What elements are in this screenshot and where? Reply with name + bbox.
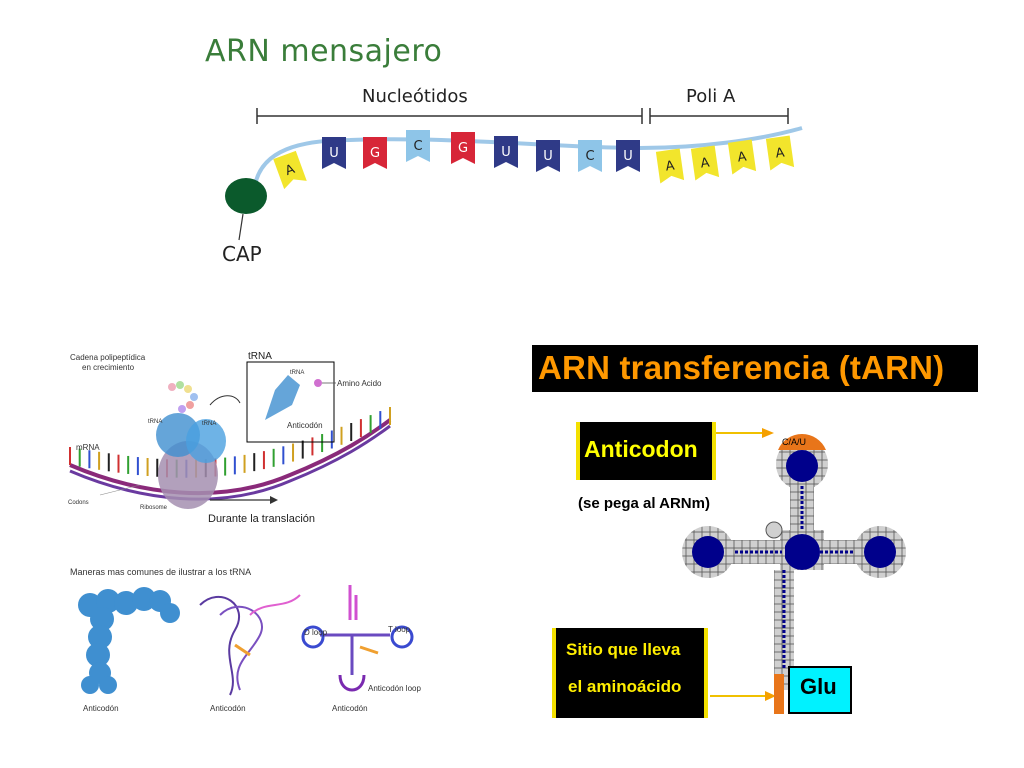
polya-bracket (649, 108, 789, 124)
nucleotide-letter: A (665, 158, 676, 174)
nucleotide-flag: A (727, 139, 757, 175)
nucleotide-flag: A (765, 135, 795, 171)
nucleotide-letter: U (623, 149, 633, 164)
nucleotide-flag: C (578, 140, 602, 172)
dloop-label: D loop (304, 628, 328, 637)
nucleotide-letter: U (501, 145, 511, 160)
cap-label: CAP (222, 242, 262, 266)
sitio-line1: Sitio que lleva (566, 640, 681, 659)
mrna-title: ARN mensajero (205, 34, 443, 69)
maneras-title: Maneras mas comunes de ilustrar a los tR… (70, 567, 252, 577)
amino-acid-label: Amino Acido (337, 379, 382, 388)
trna2-label: tRNA (202, 421, 217, 427)
nucleotide-letter: A (700, 155, 711, 171)
nucleotide-flag: A (690, 145, 720, 181)
nucleotide-letter: A (775, 145, 786, 161)
cadena-label: Cadena polipeptídica (70, 353, 146, 362)
mrna-small-label: mRNA (76, 443, 100, 452)
tarn-title: ARN transferencia (tARN) (538, 349, 945, 386)
polypeptide-chain (168, 381, 198, 413)
anticodon-text: Anticodon (584, 436, 698, 462)
sitio-line2: el aminoácido (568, 677, 682, 696)
anticodon-loop-label: Anticodón loop (368, 684, 421, 693)
durante-label: Durante la translación (208, 513, 316, 525)
nucleotide-letter: G (370, 146, 380, 161)
cap-pointer (238, 213, 244, 241)
codon-ticks (69, 407, 391, 478)
se-pega-text: (se pega al ARNm) (578, 495, 710, 512)
nucleotide-flag: G (451, 132, 475, 164)
nucleotide-flag: U (494, 136, 518, 168)
spacefill-model (78, 587, 180, 694)
mrna-ribbon (69, 418, 392, 496)
translation-figure (69, 361, 392, 509)
nucleotide-letter: A (737, 149, 748, 165)
codons-label: Codons (68, 500, 89, 506)
tarn-title-bar (532, 345, 978, 392)
cloverleaf-model (301, 585, 414, 692)
nucleotide-flag: A (655, 148, 685, 184)
nucleotide-letter: U (329, 146, 339, 161)
nucleotides-label: Nucleótidos (362, 86, 468, 107)
nucleotide-flag: A (273, 150, 307, 190)
anticodon-label-3: Anticodón (332, 704, 368, 713)
anticodon-cap (778, 434, 826, 450)
trna-inset-label: tRNA (248, 351, 272, 362)
polya-label: Poli A (686, 86, 736, 107)
nucleotide-flag: U (616, 140, 640, 172)
nucleotide-flag: C (406, 130, 430, 162)
nucleotide-flag: U (536, 140, 560, 172)
tloop-label: T loop (388, 625, 411, 634)
nucleotide-letter: G (458, 141, 468, 156)
anticodon-letters: C/A/U (782, 437, 806, 447)
sitio-box (552, 628, 708, 718)
cloverleaf-diagram: C/A/U (682, 428, 906, 714)
anticodon-inset-label: Anticodón (287, 421, 323, 430)
anticodon-box (576, 422, 716, 480)
anticodon-label-1: Anticodón (83, 704, 119, 713)
nucleotide-letter: C (413, 139, 422, 154)
nucleotide-flags: A U G C G U U C U A A A A (273, 130, 795, 190)
ribosome-label: Ribosome (140, 505, 168, 511)
trna3-label: tRNA (290, 370, 305, 376)
amino-acid-dot (314, 379, 322, 387)
cadena-label-2: en crecimiento (82, 363, 135, 372)
anticodon-arrow (762, 428, 774, 438)
nucleotide-flag: G (363, 137, 387, 169)
nucleotide-letter: C (585, 149, 594, 164)
trna-representations (78, 585, 414, 696)
anticodon-label-2: Anticodón (210, 704, 246, 713)
nucleotides-bracket (256, 108, 643, 124)
sitio-arrow (765, 691, 776, 701)
trna-inset-box (246, 361, 335, 443)
cap-circle (225, 178, 267, 214)
nucleotide-letter: U (543, 149, 553, 164)
nucleotide-flag: U (322, 137, 346, 169)
trna1-label: tRNA (148, 419, 163, 425)
ribbon-model (199, 594, 301, 696)
glu-label: Glu (800, 674, 837, 699)
mrna-diagram: A U G C G U U C U A A A A (225, 108, 803, 241)
glu-box (788, 666, 852, 714)
